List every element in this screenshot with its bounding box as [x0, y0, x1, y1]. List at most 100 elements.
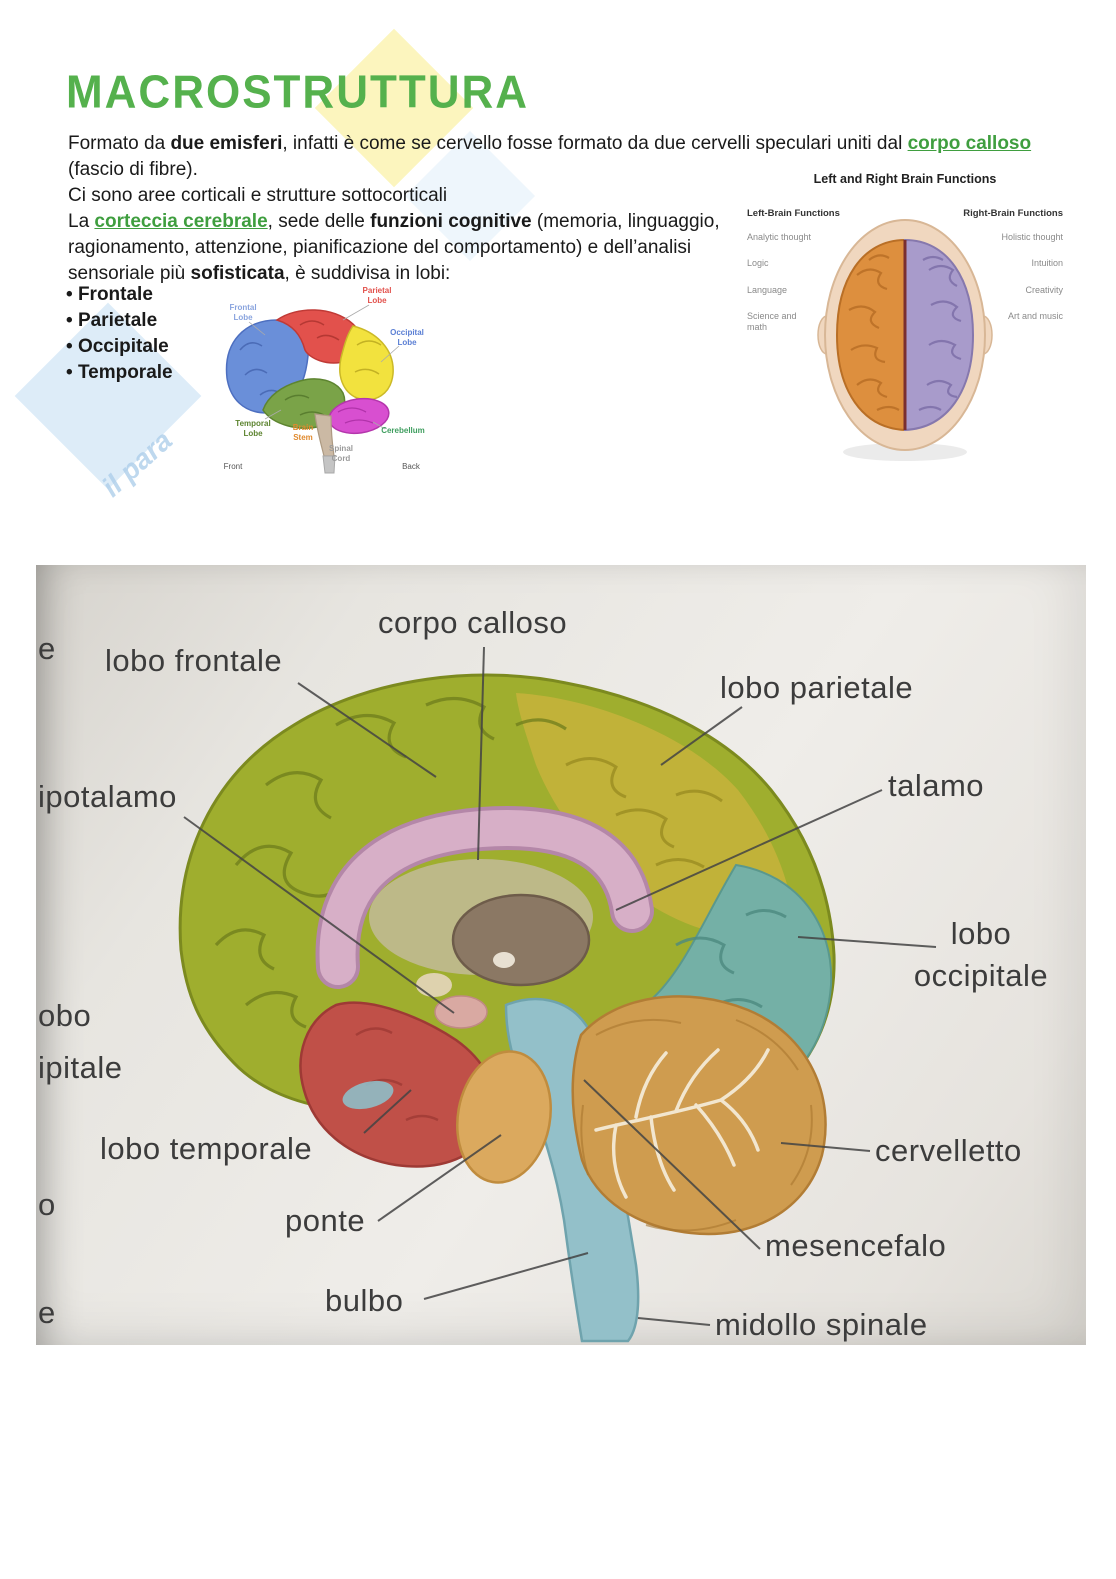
fig-label-lobo-occipitale: lobo occipitale — [902, 913, 1060, 997]
paragraph-2: Ci sono aree corticali e strutture sotto… — [68, 183, 768, 209]
lobe-temporale-label: Temporale — [77, 362, 173, 383]
cerebellum-label: Cerebellum — [381, 426, 425, 435]
thalamus-highlight — [493, 952, 515, 968]
list-item: Holistic thought — [1001, 232, 1063, 242]
temporal-lobe-label: Temporal — [235, 419, 270, 428]
left-brain-header: Left-Brain Functions — [747, 208, 840, 219]
frontal-lobe-label2: Lobe — [233, 313, 253, 322]
spinal-cord-label: Spinal — [329, 444, 353, 453]
figure-label-lines — [183, 646, 937, 1326]
text-bold-sofisticata: sofisticata — [190, 263, 285, 284]
sagittal-brain-figure: corpo calloso lobo frontale lobo parieta… — [36, 565, 1086, 1345]
fig-label-mesencefalo: mesencefalo — [765, 1228, 947, 1263]
occipital-lobe-shape — [339, 325, 394, 401]
parietal-lobe-label2: Lobe — [367, 296, 387, 305]
temporal-lobe-label2: Lobe — [243, 429, 263, 438]
list-item: Temporale — [66, 360, 173, 386]
lobes-bullet-list: Frontale Parietale Occipitale Temporale — [66, 282, 173, 386]
parietal-region-overlay — [516, 693, 796, 940]
diagram-labels: Frontal Lobe Parietal Lobe Occipital Lob… — [224, 286, 425, 471]
spinal-cord-label2: Cord — [332, 454, 351, 463]
label-lines — [248, 304, 400, 430]
fig-label-lobo-occipitale-line2: occipitale — [913, 958, 1049, 993]
text-run: Ci sono aree corticali e strutture sotto… — [68, 185, 448, 206]
brain-stem-label2: Stem — [293, 433, 313, 442]
frontal-lobe-label: Frontal — [229, 303, 256, 312]
list-item: Intuition — [1031, 258, 1063, 269]
brain-lobes-illustration: Frontal Lobe Parietal Lobe Occipital Lob… — [224, 286, 425, 474]
fig-label-bulbo: bulbo — [325, 1283, 404, 1318]
text-run: (fascio di fibre). — [68, 159, 198, 180]
lobe-frontale-label: Frontale — [77, 284, 153, 305]
fig-label-cervelletto: cervelletto — [875, 1133, 1022, 1168]
right-hemisphere — [904, 238, 975, 432]
list-item: Logic — [747, 258, 769, 269]
text-run: ragionamento, attenzione, pianificazione… — [68, 237, 692, 258]
text-run: , è suddivisa in lobi: — [284, 263, 451, 284]
list-item: Parietale — [66, 308, 173, 334]
fig-label-cut-e-bottom: e — [38, 1295, 56, 1330]
text-run: , infatti è come se cervello fosse forma… — [282, 133, 908, 154]
link-corpo-calloso[interactable]: corpo calloso — [907, 133, 1032, 154]
fig-label-lobo-temporale: lobo temporale — [100, 1131, 313, 1166]
fig-label-lobo-occipitale-line1: lobo — [950, 916, 1012, 951]
list-item: Creativity — [1025, 284, 1063, 295]
text-run: sensoriale più — [68, 263, 191, 284]
list-item: Frontale — [66, 282, 173, 308]
text-bold-due-emisferi: due emisferi — [170, 133, 283, 154]
sagittal-brain-illustration — [178, 646, 937, 1343]
page-title: MACROSTRUTTURA — [66, 66, 530, 118]
text-run: , sede delle — [267, 211, 371, 232]
list-item: Science and math — [747, 310, 797, 332]
occipital-gyri-lines — [655, 909, 787, 1047]
hypothalamus-shape — [434, 995, 488, 1029]
lobe-occipitale-label: Occipitale — [77, 336, 169, 357]
thalamus-shape — [451, 893, 591, 987]
brain-functions-title: Left and Right Brain Functions — [813, 172, 997, 186]
left-hemisphere — [835, 238, 906, 432]
septal-area — [416, 973, 452, 997]
fig-label-talamo: talamo — [888, 768, 985, 803]
list-item: Art and music — [1007, 310, 1063, 321]
corpus-callosum-shape — [319, 810, 650, 985]
fig-label-cut-o: o — [38, 1187, 56, 1222]
head-shadow — [843, 443, 967, 461]
paragraph-3: La corteccia cerebrale, sede delle funzi… — [68, 209, 748, 287]
spinal-cord-shape — [322, 455, 336, 474]
parietal-gyri-lines — [565, 757, 723, 869]
brain-lobes-diagram: Frontal Lobe Parietal Lobe Occipital Lob… — [205, 280, 445, 476]
occipital-lobe-label2: Lobe — [397, 338, 417, 347]
text-run: (memoria, linguaggio, — [531, 211, 720, 232]
cerebellum-shape — [571, 995, 827, 1236]
text-run: Formato da — [68, 133, 171, 154]
left-brain-functions-list: Analytic thought Logic Language Science … — [747, 232, 819, 348]
fig-label-lobo-frontale: lobo frontale — [105, 643, 283, 678]
fig-label-corpo-calloso: corpo calloso — [378, 605, 568, 640]
parietal-lobe-shape — [275, 309, 363, 364]
text-run: La — [68, 211, 95, 232]
brain-top-view-illustration — [817, 219, 993, 461]
link-corteccia-cerebrale[interactable]: corteccia cerebrale — [94, 211, 268, 232]
brain-stem-label: Brain — [293, 423, 314, 432]
text-bold-funzioni-cognitive: funzioni cognitive — [370, 211, 532, 232]
fig-label-ipotalamo: ipotalamo — [38, 779, 177, 814]
lobe-parietale-label: Parietale — [77, 310, 158, 331]
occipital-lobe-label: Occipital — [390, 328, 424, 337]
front-label: Front — [224, 462, 243, 471]
fig-label-cut-e-top: e — [38, 631, 56, 666]
parietal-lobe-label: Parietal — [363, 286, 392, 295]
fig-label-lobo-parietale: lobo parietale — [720, 670, 914, 705]
back-label: Back — [402, 462, 421, 471]
list-item: Occipitale — [66, 334, 173, 360]
fig-label-cut-ipitale: ipitale — [38, 1050, 123, 1085]
right-brain-functions-list: Holistic thought Intuition Creativity Ar… — [991, 232, 1063, 337]
list-item: Language — [747, 284, 788, 295]
fig-label-ponte: ponte — [285, 1203, 366, 1238]
right-brain-header: Right-Brain Functions — [963, 208, 1063, 219]
list-item: Analytic thought — [747, 232, 812, 242]
fig-label-midollo-spinale: midollo spinale — [715, 1307, 928, 1342]
paragraph-1: Formato da due emisferi, infatti è come … — [68, 131, 1068, 183]
brain-functions-diagram: Left and Right Brain Functions Left-Brai… — [745, 172, 1065, 472]
fig-label-cut-obo: obo — [38, 998, 92, 1033]
